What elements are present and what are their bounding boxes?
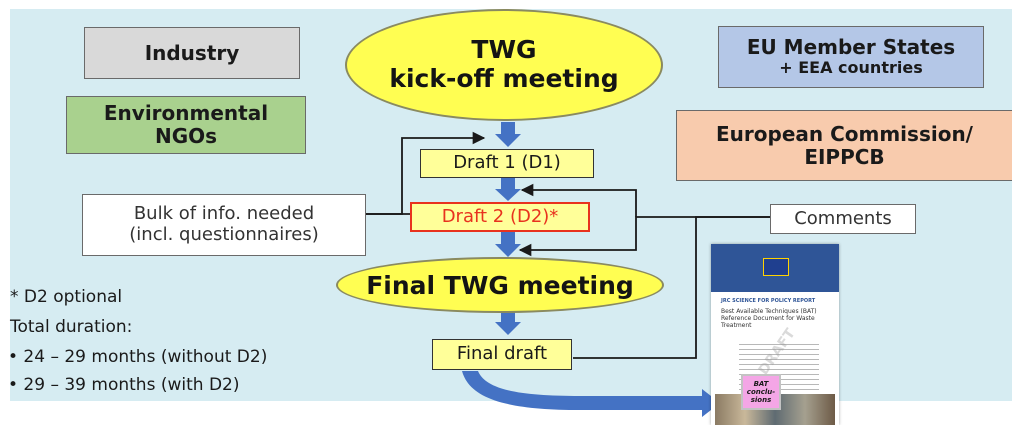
publication-arrow: [462, 371, 720, 417]
bref-document-thumbnail: JRC SCIENCE FOR POLICY REPORT Best Avail…: [711, 244, 839, 425]
connector-comments-to-final-draft: [573, 216, 770, 359]
duration-with-d2: • 29 – 39 months (with D2): [8, 375, 240, 395]
total-duration-note: Total duration:: [10, 317, 133, 337]
industry-label: Industry: [144, 40, 240, 65]
ngos-box: Environmental NGOs: [66, 96, 306, 154]
draft2-label: Draft 2 (D2)*: [441, 205, 559, 227]
eu-flag-icon: [763, 258, 789, 276]
comments-box: Comments: [770, 204, 916, 234]
member-states-box: EU Member States + EEA countries: [718, 26, 984, 88]
final-twg-meeting-ellipse: Final TWG meeting: [336, 257, 664, 313]
kickoff-meeting-label: TWG kick-off meeting: [389, 35, 619, 93]
final-draft-box: Final draft: [432, 339, 572, 370]
kickoff-meeting-ellipse: TWG kick-off meeting: [345, 9, 663, 121]
commission-box: European Commission/ EIPPCB: [676, 110, 1012, 181]
document-title: Best Available Techniques (BAT) Referenc…: [721, 308, 817, 330]
bulk-info-box: Bulk of info. needed (incl. questionnair…: [82, 194, 366, 256]
document-series: JRC SCIENCE FOR POLICY REPORT: [721, 298, 816, 304]
d2-optional-note: * D2 optional: [10, 287, 123, 307]
flow-arrow-kickoff-to-d1: [495, 122, 521, 147]
flow-arrow-d2-to-final-meeting: [495, 232, 521, 257]
draft1-box: Draft 1 (D1): [420, 149, 594, 178]
commission-label: European Commission/ EIPPCB: [716, 121, 973, 169]
final-draft-label: Final draft: [456, 343, 548, 365]
bulk-info-label: Bulk of info. needed (incl. questionnair…: [129, 203, 319, 245]
bat-conclusions-stamp: BAT conclu-sions: [741, 374, 781, 410]
duration-without-d2: • 24 – 29 months (without D2): [8, 347, 268, 367]
member-states-title: EU Member States: [746, 35, 956, 60]
flow-arrow-d1-to-d2: [495, 178, 521, 201]
member-states-subtitle: + EEA countries: [779, 58, 923, 78]
ngos-label: Environmental NGOs: [103, 101, 269, 148]
industry-box: Industry: [84, 27, 300, 79]
comments-label: Comments: [794, 207, 892, 229]
draft2-box: Draft 2 (D2)*: [410, 202, 590, 232]
bat-conclusions-label: BAT conclu-sions: [746, 379, 776, 405]
draft1-label: Draft 1 (D1): [453, 152, 561, 174]
eu-flag-banner: [711, 244, 839, 292]
final-twg-meeting-label: Final TWG meeting: [366, 270, 634, 300]
flow-arrow-final-meeting-to-final-draft: [495, 310, 521, 335]
connector-comments-to-d2: [520, 183, 637, 217]
